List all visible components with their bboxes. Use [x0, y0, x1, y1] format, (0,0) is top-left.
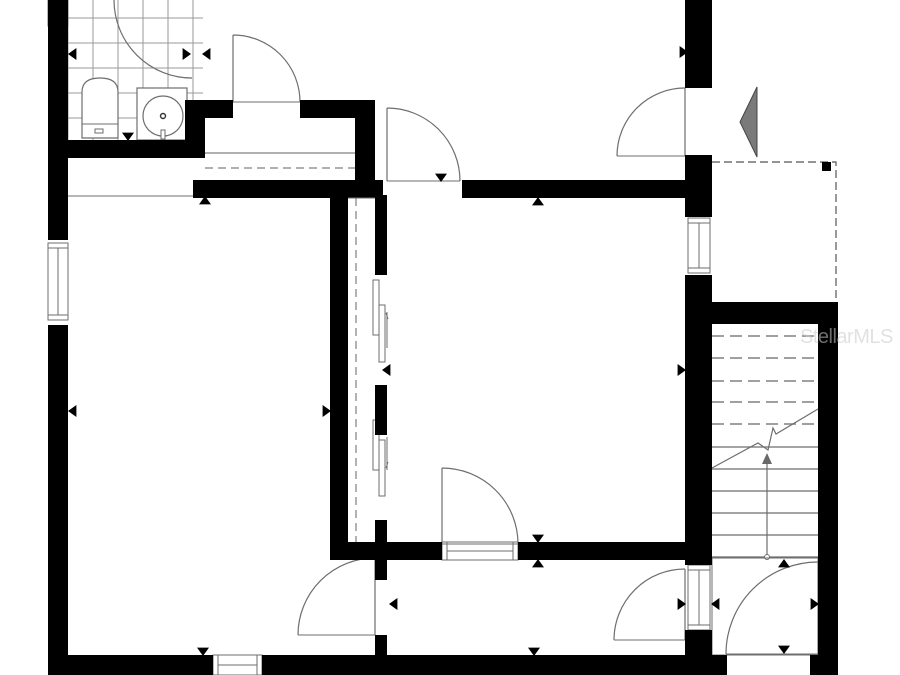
- staircase: [711, 335, 819, 656]
- wall-segment: [685, 0, 712, 88]
- sink-drain: [159, 112, 167, 120]
- door-swing-arc: [725, 561, 819, 655]
- north-arrow-triangle: [739, 86, 758, 158]
- dimension-marker-icon: [199, 196, 211, 205]
- wall-segment: [818, 302, 838, 675]
- wall-segment: [693, 302, 838, 324]
- slide-arrow-icon: [385, 437, 389, 470]
- wall-segment: [48, 655, 213, 675]
- door-swing-arc: [386, 107, 461, 182]
- window-left-wall: [47, 242, 69, 321]
- dimension-marker-icon: [532, 559, 544, 568]
- wall-segment: [193, 180, 383, 198]
- door-inner-bottom: [441, 467, 519, 545]
- window-bottom-wall: [212, 654, 263, 675]
- sliding-door-panel: [378, 304, 386, 363]
- window-right-mid: [687, 217, 711, 274]
- wall-segment: [330, 542, 442, 560]
- door-swings: [113, 0, 819, 655]
- wall-segment: [685, 155, 712, 217]
- wall-segment: [518, 542, 710, 560]
- sliding-door-panel: [378, 439, 386, 497]
- wall-segment: [375, 558, 387, 580]
- wall-segment: [355, 100, 375, 195]
- dimension-marker-icon: [778, 645, 790, 654]
- wall-segment: [375, 635, 387, 675]
- dimension-marker-icon: [435, 173, 447, 182]
- door-closet-top: [232, 34, 301, 103]
- wall-segment: [712, 655, 727, 675]
- bathroom-fixtures: [81, 77, 188, 141]
- dimension-markers: [68, 46, 819, 656]
- dimension-marker-icon: [122, 132, 134, 141]
- dimension-marker-icon: [197, 647, 209, 656]
- wall-segment: [185, 100, 233, 118]
- wall-segment: [375, 195, 387, 275]
- wall-segment: [48, 325, 68, 675]
- faucet: [160, 129, 166, 140]
- north-arrow-icon: [739, 86, 758, 158]
- dimension-marker-icon: [528, 647, 540, 656]
- door-hall-bottom-left: [297, 557, 376, 636]
- stair-landing: [711, 557, 819, 656]
- walls: [48, 0, 838, 675]
- door-swing-arc: [616, 87, 686, 157]
- dimension-marker-icon: [684, 184, 693, 196]
- wall-segment: [330, 195, 348, 555]
- dimension-marker-icon: [677, 598, 686, 610]
- dimension-marker-icon: [322, 405, 331, 417]
- wall-segment: [810, 655, 838, 675]
- sliding-closet-doors: [355, 198, 389, 542]
- dimension-marker-icon: [532, 197, 544, 206]
- sliding-door-panel: [372, 279, 380, 336]
- dimension-marker-icon: [711, 598, 720, 610]
- porch-outline: [712, 161, 837, 302]
- dimension-marker-icon: [677, 364, 686, 376]
- stair-start-dot: [764, 554, 770, 560]
- toilet-icon: [81, 77, 119, 139]
- stair-break-line: [711, 408, 819, 469]
- door-bath: [113, 0, 193, 79]
- wall-segment: [685, 630, 712, 675]
- door-swing-arc: [297, 557, 376, 636]
- window-inner-divider: [441, 541, 519, 561]
- dimension-marker-icon: [389, 598, 398, 610]
- door-hall-top: [386, 107, 461, 182]
- toilet-flush: [94, 128, 104, 134]
- dimension-marker-icon: [68, 48, 77, 60]
- thin-lines: [68, 195, 375, 199]
- slide-arrow-icon: [385, 312, 389, 348]
- dimension-marker-icon: [778, 559, 790, 568]
- dimension-marker-icon: [202, 48, 211, 60]
- stair-up-arrow-icon: [762, 453, 772, 464]
- door-swing-arc: [613, 568, 686, 641]
- porch-dashed-outline: [712, 161, 837, 302]
- wall-segment: [48, 140, 203, 158]
- porch-post: [822, 162, 831, 171]
- dimension-marker-icon: [382, 364, 391, 376]
- door-hall-bottom-right: [613, 568, 686, 641]
- dimension-marker-icon: [810, 598, 819, 610]
- door-swing-arc: [232, 34, 301, 103]
- dimension-marker-icon: [532, 534, 544, 543]
- window-stair-left: [687, 564, 711, 631]
- dimension-marker-icon: [68, 405, 77, 417]
- wall-segment: [375, 385, 387, 435]
- dimension-marker-icon: [679, 46, 688, 58]
- wall-segment: [262, 655, 717, 675]
- door-swing-arc: [113, 0, 193, 79]
- closet-shelving: [205, 152, 355, 169]
- wall-segment: [462, 180, 710, 198]
- door-right-top: [616, 87, 686, 157]
- wall-segment: [48, 0, 68, 50]
- door-swing-arc: [441, 467, 519, 545]
- dimension-marker-icon: [182, 48, 191, 60]
- door-stair-exit: [725, 561, 819, 655]
